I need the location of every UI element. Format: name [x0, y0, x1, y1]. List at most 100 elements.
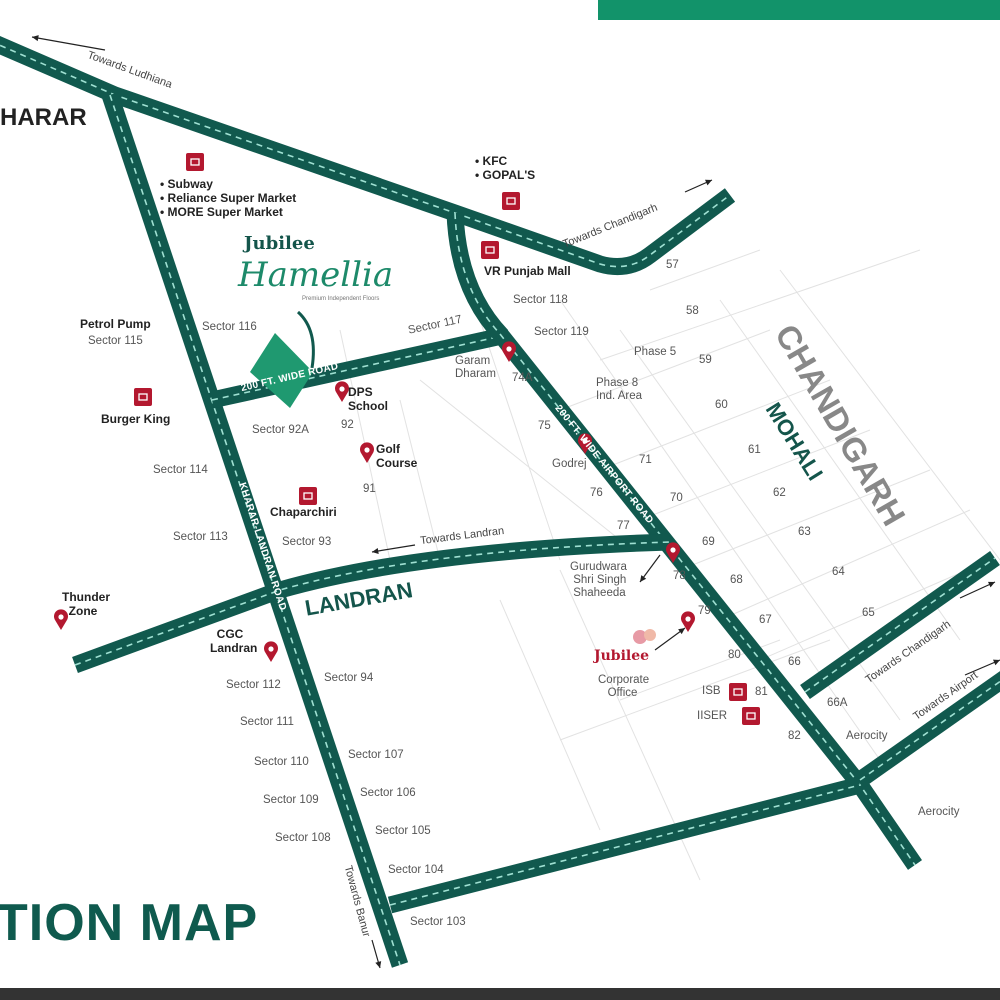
- place-label: • KFC • GOPAL'S: [475, 154, 536, 182]
- sector-label: 71: [639, 454, 652, 466]
- shop-icon-glyph: [485, 246, 495, 254]
- sector-label: 60: [715, 399, 728, 411]
- corporate-logo-mark: [633, 630, 647, 644]
- sector-label: Phase 8 Ind. Area: [596, 377, 643, 403]
- sector-label: 57: [666, 259, 679, 271]
- sector-label: Sector 104: [388, 864, 444, 876]
- grid-line: [399, 399, 441, 561]
- sector-label: 66A: [827, 697, 848, 709]
- direction-arrow: [31, 36, 106, 51]
- shop-icon: [481, 241, 499, 259]
- shop-icon: [186, 153, 204, 171]
- shop-icon-glyph: [733, 688, 743, 696]
- shop-icon: [742, 707, 760, 725]
- grid-line: [559, 329, 771, 411]
- corporate-logo-mark: [644, 629, 656, 641]
- connector-road-centerline: [454, 212, 503, 337]
- place-label: ISB: [702, 685, 721, 697]
- arrowhead-icon: [375, 961, 382, 968]
- towards-chandigarh-road-centerline: [804, 557, 996, 693]
- sector-label: 68: [730, 574, 743, 586]
- sector-label: Phase 5: [634, 346, 677, 358]
- arrowhead-icon: [32, 35, 39, 42]
- map-pin-dot: [339, 386, 345, 392]
- sector-label: Sector 114: [153, 464, 208, 476]
- map-pin-icon: [502, 341, 517, 362]
- towards-airport-road-centerline: [859, 680, 1000, 781]
- sector-label: Sector 105: [375, 825, 431, 837]
- sector-label: 59: [699, 354, 712, 366]
- shop-icon-glyph: [138, 393, 148, 401]
- grid-line: [719, 299, 961, 641]
- sector-label: 70: [670, 492, 683, 504]
- sector-label: 61: [748, 444, 761, 456]
- map-pin-dot: [506, 346, 512, 352]
- map-pin-dot: [685, 616, 691, 622]
- grid-line: [779, 269, 1000, 561]
- sector-label: Aerocity: [846, 730, 888, 742]
- map-pin-icon: [360, 442, 375, 463]
- place-label: Godrej: [552, 458, 587, 470]
- direction-arrow: [964, 659, 1000, 676]
- 200ft-wide-road-centerline: [211, 335, 503, 401]
- sector-label: Aerocity: [918, 806, 960, 818]
- shop-icon-glyph: [746, 712, 756, 720]
- sector-label: 64: [832, 566, 845, 578]
- arrowhead-icon: [993, 659, 1000, 666]
- arrowhead-icon: [678, 628, 685, 635]
- corporate-logo: Jubilee: [594, 648, 650, 664]
- shop-icon-glyph: [303, 492, 313, 500]
- sector-label: 81: [755, 686, 768, 698]
- it-city-road-centerline: [389, 784, 861, 906]
- direction-arrow: [959, 581, 996, 599]
- project-site-marker: [250, 333, 313, 408]
- sector-label: 76: [590, 487, 603, 499]
- map-pin-icon: [335, 381, 350, 402]
- sector-label: 58: [686, 305, 699, 317]
- grid-line: [599, 379, 831, 471]
- sector-label: Sector 119: [534, 326, 589, 338]
- place-label: Chaparchiri: [270, 505, 337, 519]
- map-pin-icon: [681, 611, 696, 632]
- grid-line: [499, 599, 601, 831]
- place-label: Golf Course: [376, 442, 418, 470]
- place-label: CGC Landran: [210, 627, 258, 655]
- sector-label: Sector 92A: [252, 424, 309, 436]
- sector-label: 82: [788, 730, 801, 742]
- sector-label: 74A: [512, 372, 533, 384]
- map-pin-dot: [58, 614, 64, 620]
- map-pin-dot: [670, 547, 676, 553]
- sector-label: Sector 115: [88, 335, 143, 347]
- sector-label: 65: [862, 607, 875, 619]
- sector-label: 79: [698, 605, 711, 617]
- grid-line: [639, 429, 871, 521]
- place-label: IISER: [697, 710, 728, 722]
- place-label: Gurudwara Shri Singh Shaheeda: [570, 561, 627, 600]
- map-pin-icon: [578, 433, 592, 454]
- grid-line: [559, 639, 831, 741]
- arrowhead-icon: [372, 547, 379, 554]
- landran-road-centerline: [74, 541, 671, 666]
- sector-label: 91: [363, 483, 376, 495]
- sector-label: 66: [788, 656, 801, 668]
- place-label: DPS School: [348, 385, 389, 413]
- map-pin-dot: [582, 438, 588, 444]
- project-arrow: [296, 310, 315, 369]
- arrowhead-icon: [988, 581, 995, 588]
- area-label: HARAR: [0, 104, 87, 131]
- sector-label: 62: [773, 487, 786, 499]
- top-road: [0, 36, 736, 275]
- sector-label: Sector 112: [226, 679, 281, 691]
- sector-label: 77: [617, 520, 630, 532]
- grid-line: [649, 249, 761, 291]
- sector-label: 92: [341, 419, 354, 431]
- project-logo-tagline: Premium Independent Floors: [302, 296, 380, 302]
- grid-line: [599, 249, 921, 361]
- shop-icon: [299, 487, 317, 505]
- grid-line: [759, 559, 991, 661]
- place-label: • Subway • Reliance Super Market • MORE …: [160, 177, 297, 219]
- sector-label: 67: [759, 614, 772, 626]
- place-label: Corporate Office: [598, 674, 650, 700]
- map-pin-icon: [54, 609, 69, 630]
